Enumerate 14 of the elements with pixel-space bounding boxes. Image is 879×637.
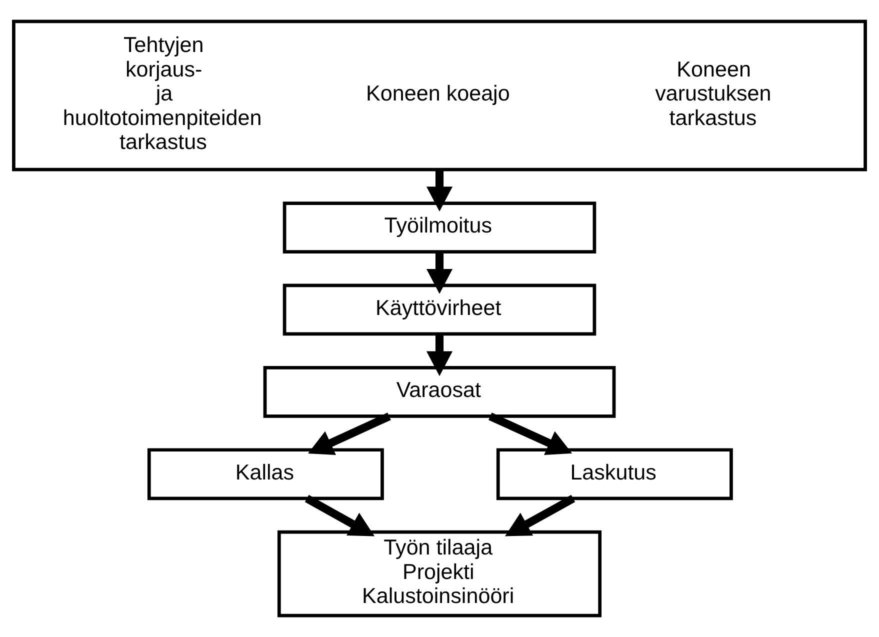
arrow <box>426 334 453 376</box>
node-box: Laskutus <box>496 448 733 500</box>
node-box: Työilmoitus <box>282 202 596 254</box>
arrow <box>308 412 391 455</box>
arrow <box>488 412 572 456</box>
arrow <box>426 170 453 212</box>
arrow <box>304 494 375 536</box>
node-box: Työn tilaaja Projekti Kalustoinsinööri <box>277 530 602 618</box>
node-box: Tehtyjen korjaus- ja huoltotoimenpiteiden tarkastus Koneen koeajo Koneen varustuksen tarkastus <box>12 20 867 172</box>
arrow <box>504 494 576 536</box>
node-box: Varaosat <box>263 366 616 418</box>
arrow <box>426 252 453 294</box>
node-box: Käyttövirheet <box>282 284 596 336</box>
node-box: Kallas <box>147 448 384 500</box>
